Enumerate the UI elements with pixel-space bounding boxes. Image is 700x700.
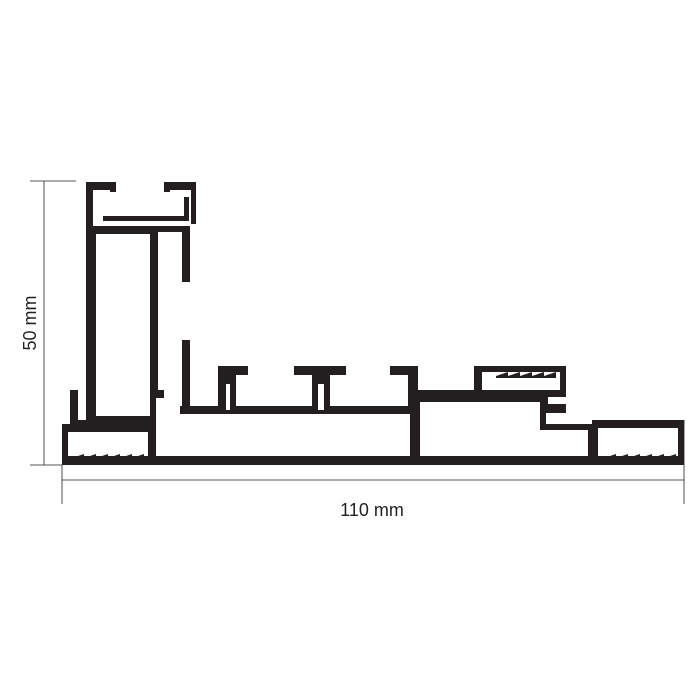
base-cavity-right (420, 402, 588, 456)
base-cavity-far-right (598, 428, 678, 456)
top-channel-hollow (93, 190, 191, 226)
serration-left-bottom (72, 454, 144, 460)
center-channel-gap-2 (318, 384, 324, 410)
upright-cavity-mid (162, 238, 176, 384)
height-dimension: 50 mm (20, 180, 76, 466)
serration-box-bottom (496, 390, 556, 396)
serration-right-bottom (604, 454, 676, 460)
serration-box-top (496, 372, 556, 378)
base-cavity-left (68, 432, 148, 456)
profile-cross-section (62, 182, 684, 465)
serration-right-top (604, 422, 676, 428)
width-label: 110 mm (340, 500, 404, 520)
upright-cavity-left (96, 234, 150, 416)
center-channel-gap-1 (226, 384, 230, 410)
serrations (72, 372, 676, 460)
serration-left-top (72, 426, 144, 432)
base-cavity-main (156, 398, 410, 456)
height-label: 50 mm (20, 295, 40, 350)
